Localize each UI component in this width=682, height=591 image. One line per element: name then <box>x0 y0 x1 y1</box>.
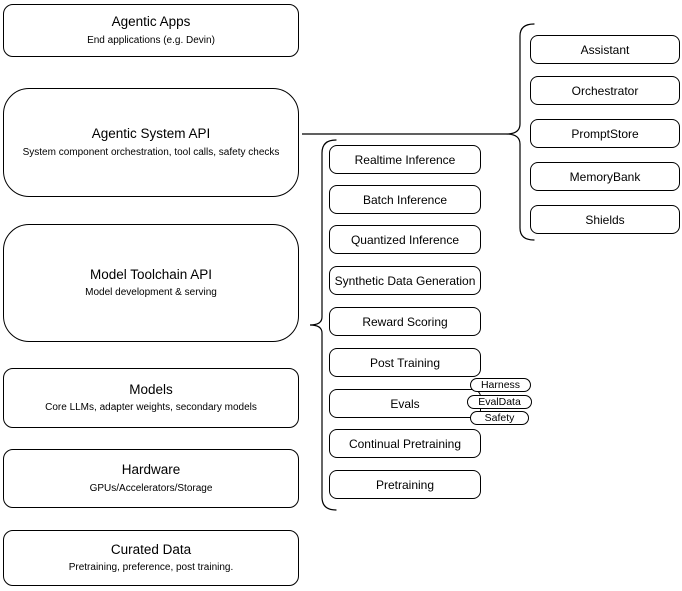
node-subtitle: End applications (e.g. Devin) <box>87 34 215 46</box>
component-orchestrator: Orchestrator <box>530 76 680 105</box>
node-title: Model Toolchain API <box>89 266 213 282</box>
node-agentic-system-api: Agentic System API System component orch… <box>3 88 299 197</box>
node-label: Reward Scoring <box>362 314 448 329</box>
pill-label: EvalData <box>478 396 521 408</box>
node-subtitle: Core LLMs, adapter weights, secondary mo… <box>45 402 257 414</box>
system-components-bracket <box>505 23 535 241</box>
node-label: PromptStore <box>571 126 639 141</box>
node-subtitle: Pretraining, preference, post training. <box>68 562 234 574</box>
node-subtitle: Model development & serving <box>85 287 217 299</box>
node-label: MemoryBank <box>569 169 641 184</box>
node-label: Quantized Inference <box>350 232 460 247</box>
node-subtitle: System component orchestration, tool cal… <box>22 146 280 158</box>
node-label: Continual Pretraining <box>348 436 462 451</box>
eval-tag-evaldata: EvalData <box>467 395 532 409</box>
node-models: Models Core LLMs, adapter weights, secon… <box>3 368 299 428</box>
component-promptstore: PromptStore <box>530 119 680 148</box>
node-label: Synthetic Data Generation <box>334 273 476 288</box>
node-label: Assistant <box>580 42 630 57</box>
node-title: Agentic Apps <box>111 14 191 30</box>
node-title: Agentic System API <box>91 126 211 142</box>
toolchain-item-batch-inference: Batch Inference <box>329 185 481 214</box>
component-shields: Shields <box>530 205 680 234</box>
pill-label: Harness <box>480 379 521 391</box>
node-label: Realtime Inference <box>354 152 456 167</box>
node-model-toolchain-api: Model Toolchain API Model development & … <box>3 224 299 342</box>
node-agentic-apps: Agentic Apps End applications (e.g. Devi… <box>3 4 299 57</box>
toolchain-item-realtime-inference: Realtime Inference <box>329 145 481 174</box>
node-label: Pretraining <box>375 477 435 492</box>
node-title: Curated Data <box>110 541 192 557</box>
toolchain-bracket <box>309 139 337 511</box>
toolchain-item-evals: Evals <box>329 389 481 418</box>
node-title: Models <box>129 381 173 397</box>
node-label: Post Training <box>369 355 441 370</box>
node-title: Hardware <box>121 462 181 478</box>
component-memorybank: MemoryBank <box>530 162 680 191</box>
toolchain-item-continual-pretraining: Continual Pretraining <box>329 429 481 458</box>
node-curated-data: Curated Data Pretraining, preference, po… <box>3 530 299 586</box>
pill-label: Safety <box>484 412 515 424</box>
node-label: Orchestrator <box>571 83 639 98</box>
eval-tag-harness: Harness <box>470 378 531 392</box>
node-label: Batch Inference <box>362 192 448 207</box>
node-label: Shields <box>585 212 625 227</box>
toolchain-item-synthetic-data-generation: Synthetic Data Generation <box>329 266 481 295</box>
toolchain-item-pretraining: Pretraining <box>329 470 481 499</box>
node-subtitle: GPUs/Accelerators/Storage <box>89 482 213 494</box>
node-hardware: Hardware GPUs/Accelerators/Storage <box>3 449 299 508</box>
eval-tag-safety: Safety <box>470 411 529 425</box>
toolchain-item-post-training: Post Training <box>329 348 481 377</box>
node-label: Evals <box>390 396 420 411</box>
toolchain-item-reward-scoring: Reward Scoring <box>329 307 481 336</box>
component-assistant: Assistant <box>530 35 680 64</box>
toolchain-item-quantized-inference: Quantized Inference <box>329 225 481 254</box>
